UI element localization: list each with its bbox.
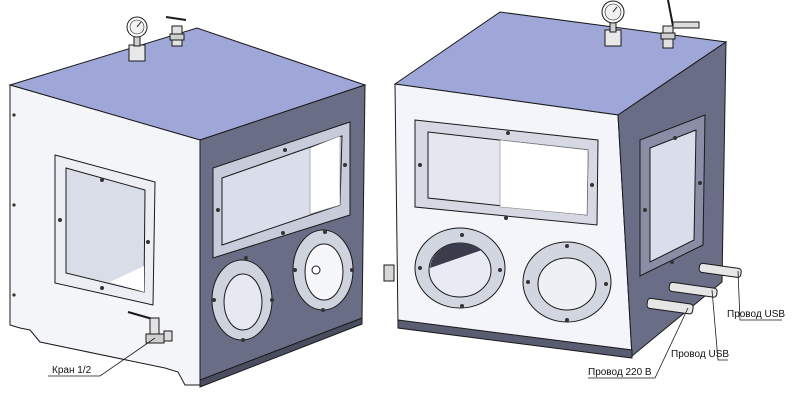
left-box-glove-port-2-inner: [304, 243, 344, 301]
bolt-dot: [58, 218, 62, 222]
bolt-dot: [146, 240, 150, 244]
bolt-dot: [673, 136, 677, 140]
bolt-dot: [293, 268, 297, 272]
drain-valve: [127, 311, 173, 344]
bolt-dot: [590, 183, 594, 187]
usb-cable-connector: [668, 281, 718, 298]
bolt-dot: [670, 260, 674, 264]
right-box-side-window-glass: [649, 129, 697, 263]
bolt-dot: [281, 231, 285, 235]
bolt-dot: [270, 298, 274, 302]
right-top-valve-nut: [660, 32, 676, 40]
bolt-dot: [212, 298, 216, 302]
bolt-dot: [100, 178, 104, 182]
bolt-dot: [283, 148, 287, 152]
valve-leader-line: [48, 337, 156, 377]
bolt-dot: [643, 208, 647, 212]
gauge-needle: [612, 6, 618, 13]
left-box-side-window-shade: [110, 266, 144, 292]
usb-2-callout-label: Провод USB: [671, 349, 729, 360]
valve-callout-label: Кран 1/2: [52, 365, 92, 376]
bolt-dot: [323, 230, 327, 234]
bolt-dot: [418, 266, 422, 270]
bolt-dot: [12, 293, 16, 297]
bolt-dot: [565, 318, 569, 322]
left-box-port-2-center: [311, 265, 321, 275]
usb-2-leader-line: [711, 289, 728, 361]
bolt-dot: [241, 338, 245, 342]
usb-1-leader-line: [737, 270, 782, 321]
bolt-dot: [12, 113, 16, 117]
bolt-dot: [460, 233, 464, 237]
right-box-top-fittings: [601, 0, 700, 49]
right-box-bolts: [418, 131, 702, 322]
left-box-front-window-reflection: [309, 135, 341, 215]
right-box-port-1-shadow: [430, 242, 482, 268]
left-gauge-base: [128, 44, 146, 62]
left-box-glove-port-1-inner: [223, 273, 263, 331]
power-callout-label: Провод 220 В: [588, 367, 652, 378]
bolt-dot: [244, 256, 248, 260]
drain-valve-fitting: [145, 333, 165, 344]
power-leader-line: [588, 307, 689, 379]
left-box-bolts: [12, 113, 354, 342]
right-top-valve-side: [672, 21, 700, 29]
usb-cable-connector: [698, 262, 742, 278]
bolt-dot: [350, 268, 354, 272]
bolt-dot: [504, 216, 508, 220]
left-glovebox: [8, 27, 367, 388]
left-box-flange: [199, 317, 363, 388]
right-glovebox: [383, 11, 742, 359]
power-cable-connector: [646, 297, 694, 315]
right-box-cable-connectors: [646, 262, 742, 315]
callout-leaders: [48, 270, 782, 379]
right-box-front-window-reflection: [499, 139, 589, 216]
gauge-needle: [136, 21, 142, 28]
right-box-flange: [397, 319, 633, 359]
bolt-dot: [498, 268, 502, 272]
valve-handle: [667, 0, 674, 27]
bolt-dot: [604, 282, 608, 286]
bolt-dot: [12, 203, 16, 207]
bolt-dot: [460, 304, 464, 308]
bolt-dot: [565, 244, 569, 248]
drain-valve-nipple: [163, 330, 173, 342]
bolt-dot: [506, 131, 510, 135]
bolt-dot: [343, 163, 347, 167]
bolt-dot: [321, 308, 325, 312]
bolt-dot: [100, 286, 104, 290]
usb-1-callout-label: Провод USB: [727, 309, 785, 320]
bolt-dot: [698, 181, 702, 185]
valve-handle: [165, 16, 187, 21]
right-box-glove-port-2-inner: [537, 257, 597, 311]
bolt-dot: [418, 163, 422, 167]
left-box-top-fittings: [126, 16, 187, 62]
bolt-dot: [526, 280, 530, 284]
bolt-dot: [216, 208, 220, 212]
right-box-side-fitting: [383, 264, 395, 282]
left-top-valve-nut: [169, 33, 185, 41]
